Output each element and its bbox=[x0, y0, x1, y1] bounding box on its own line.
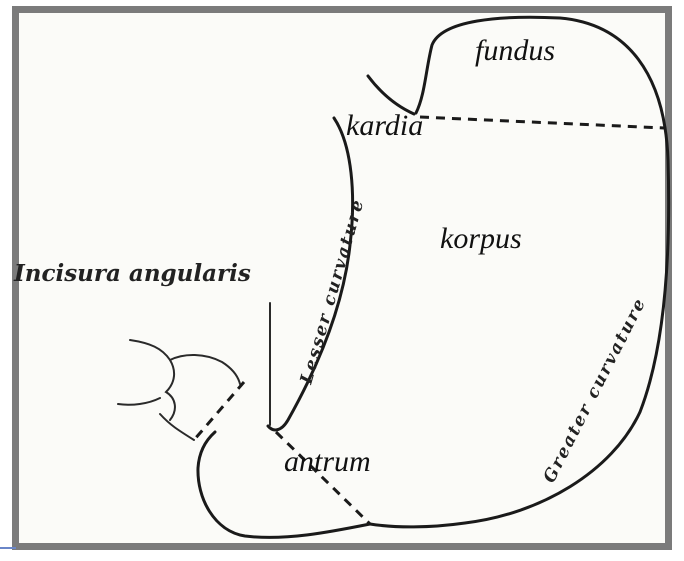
incisura-label: Incisura angularis bbox=[13, 260, 251, 287]
pylorus-boundary bbox=[194, 382, 244, 440]
duodenum-bulge bbox=[166, 360, 175, 420]
duodenum-lower-line bbox=[118, 398, 194, 440]
kardia-label: kardia bbox=[346, 109, 423, 142]
corner-underline bbox=[0, 547, 16, 549]
antrum-label: antrum bbox=[284, 445, 371, 478]
kardia-fundus-boundary bbox=[420, 117, 664, 128]
greater-curvature-label: Greater curvature bbox=[540, 294, 651, 486]
fundus-label: fundus bbox=[475, 34, 555, 67]
korpus-label: korpus bbox=[440, 222, 522, 255]
lesser-curvature-label: Lesser curvature bbox=[296, 196, 368, 387]
duodenum-upper-line bbox=[130, 340, 240, 384]
greater-curvature-outline bbox=[370, 17, 669, 527]
